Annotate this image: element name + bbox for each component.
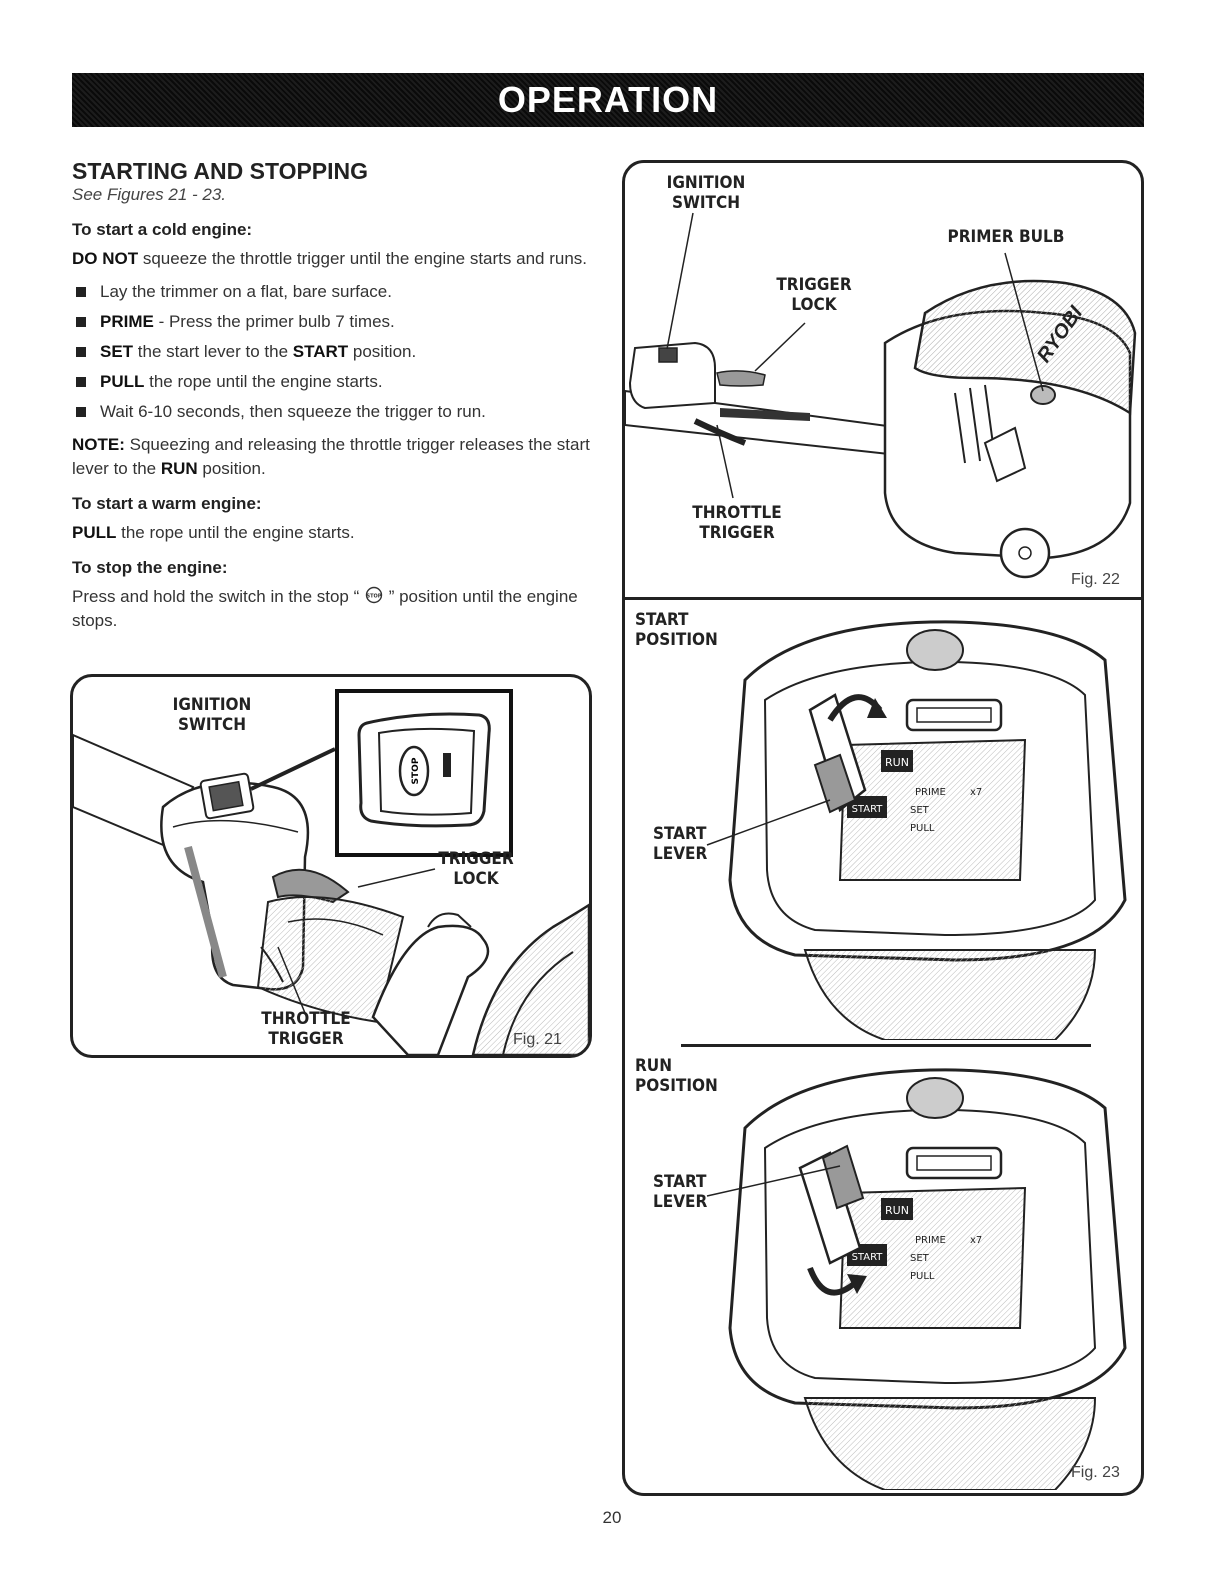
bullet-square-icon bbox=[76, 347, 86, 357]
svg-text:STOP: STOP bbox=[367, 594, 382, 600]
list-item: Wait 6-10 seconds, then squeeze the trig… bbox=[72, 397, 592, 427]
svg-text:START: START bbox=[852, 1252, 884, 1263]
cold-start-steps: Lay the trimmer on a flat, bare surface.… bbox=[72, 277, 592, 427]
page-number: 20 bbox=[602, 1508, 622, 1527]
svg-text:SET: SET bbox=[910, 1253, 930, 1264]
instructions-column: STARTING AND STOPPING See Figures 21 - 2… bbox=[72, 157, 592, 639]
trigger-lock-label: TRIGGER LOCK bbox=[776, 275, 852, 315]
warm-start-text: PULL the rope until the engine starts. bbox=[72, 523, 355, 542]
throttle-trigger-label: THROTTLE TRIGGER bbox=[261, 1009, 351, 1049]
figure-21: STOP IGNITION SWITCH TRIGGER LOCK THROTT… bbox=[70, 674, 592, 1058]
start-position-label: START POSITION bbox=[635, 610, 718, 650]
bullet-square-icon bbox=[76, 377, 86, 387]
list-item: PRIME - Press the primer bulb 7 times. bbox=[72, 307, 592, 337]
figure-23-run: RUN START PRIME x7 SET PULL RUN POSITION… bbox=[625, 1048, 1141, 1490]
svg-text:PRIME: PRIME bbox=[915, 1235, 946, 1246]
bullet-square-icon bbox=[76, 287, 86, 297]
list-item: SET the start lever to the START positio… bbox=[72, 337, 592, 367]
stop-symbol-icon: STOP bbox=[365, 586, 383, 604]
bullet-square-icon bbox=[76, 407, 86, 417]
trimmer-overview-illustration: RYOBI bbox=[625, 212, 1137, 579]
engine-run-position-illustration: RUN START PRIME x7 SET PULL bbox=[706, 1068, 1127, 1490]
svg-text:SET: SET bbox=[910, 805, 930, 816]
section-title: STARTING AND STOPPING bbox=[72, 158, 369, 184]
figures-22-23-frame: RYOBI IGNITION SWITCH TRIGGER LOCK PRIME… bbox=[622, 160, 1144, 1496]
engine-start-position-illustration: RUN START PRIME x7 SET PULL bbox=[706, 620, 1127, 1040]
figure-22: RYOBI IGNITION SWITCH TRIGGER LOCK PRIME… bbox=[625, 163, 1141, 600]
svg-text:STOP: STOP bbox=[411, 757, 421, 784]
svg-text:RUN: RUN bbox=[885, 756, 909, 769]
figure-23-start: RUN START PRIME x7 SET PULL START POSITI… bbox=[625, 600, 1141, 1040]
svg-text:PULL: PULL bbox=[910, 1271, 935, 1282]
warm-start-heading: To start a warm engine: bbox=[72, 494, 262, 513]
switch-inset: STOP bbox=[335, 689, 513, 857]
list-item: PULL the rope until the engine starts. bbox=[72, 367, 592, 397]
svg-text:PULL: PULL bbox=[910, 823, 935, 834]
stop-heading: To stop the engine: bbox=[72, 558, 228, 577]
list-item: Lay the trimmer on a flat, bare surface. bbox=[72, 277, 592, 307]
section-banner: OPERATION bbox=[72, 73, 1144, 127]
figure-label: Fig. 21 bbox=[513, 1031, 562, 1048]
trimmer-handle-illustration bbox=[73, 733, 589, 1055]
figure-reference: See Figures 21 - 23. bbox=[72, 185, 227, 204]
svg-text:RUN: RUN bbox=[885, 1204, 909, 1217]
cold-start-warning: DO NOT squeeze the throttle trigger unti… bbox=[72, 249, 587, 268]
note: NOTE: Squeezing and releasing the thrott… bbox=[72, 435, 590, 478]
figure-label: Fig. 23 bbox=[1071, 1464, 1120, 1481]
svg-text:PRIME: PRIME bbox=[915, 787, 946, 798]
ignition-switch-label: IGNITION SWITCH bbox=[172, 695, 252, 735]
svg-text:START: START bbox=[852, 804, 884, 815]
run-position-label: RUN POSITION bbox=[635, 1056, 718, 1096]
figure-label: Fig. 22 bbox=[1071, 571, 1120, 588]
stop-text: Press and hold the switch in the stop “ … bbox=[72, 586, 578, 630]
svg-text:x7: x7 bbox=[970, 1235, 982, 1246]
ignition-switch-label: IGNITION SWITCH bbox=[666, 173, 746, 213]
primer-bulb-label: PRIMER BULB bbox=[947, 227, 1065, 247]
cold-start-heading: To start a cold engine: bbox=[72, 220, 253, 239]
throttle-trigger-label: THROTTLE TRIGGER bbox=[692, 503, 782, 543]
trigger-lock-label: TRIGGER LOCK bbox=[438, 849, 514, 889]
start-lever-label: START LEVER bbox=[653, 824, 708, 864]
divider bbox=[681, 1044, 1091, 1047]
bullet-square-icon bbox=[76, 317, 86, 327]
start-lever-label: START LEVER bbox=[653, 1172, 708, 1212]
svg-text:x7: x7 bbox=[970, 787, 982, 798]
ignition-switch-closeup: STOP bbox=[357, 712, 491, 828]
